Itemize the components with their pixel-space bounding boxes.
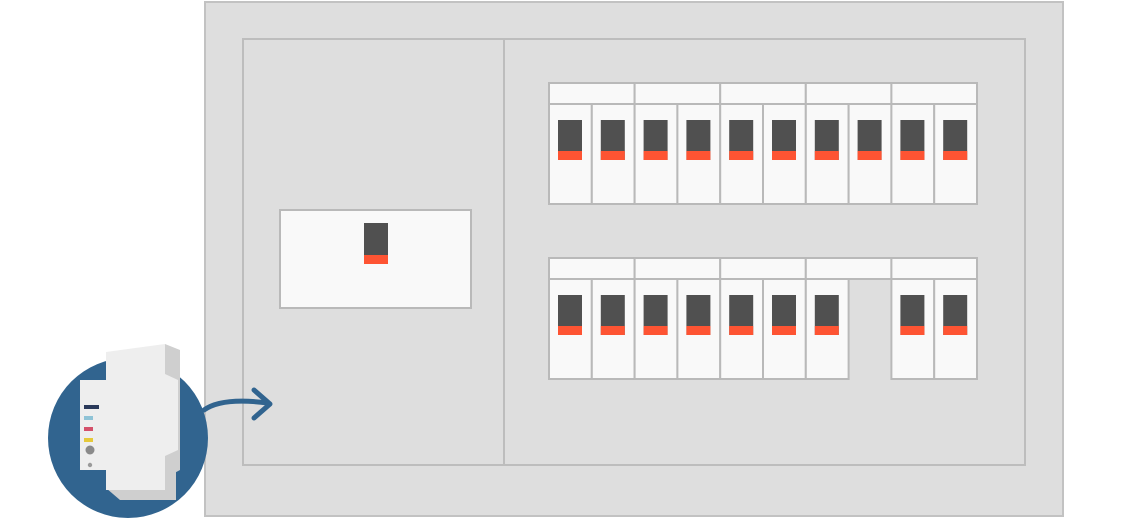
breaker-indicator (943, 151, 968, 160)
breaker-indicator (558, 326, 582, 335)
breaker-label-strip (719, 82, 807, 105)
circuit-breaker[interactable] (762, 278, 807, 380)
breaker-row-bottom (548, 257, 979, 380)
breaker-indicator (686, 326, 711, 335)
breaker-indicator (686, 151, 711, 160)
breaker-label-strip (548, 257, 636, 280)
branch-breaker-rows (548, 82, 979, 380)
breaker-indicator (643, 326, 668, 335)
device-led (84, 438, 93, 442)
main-breaker-indicator (364, 255, 388, 264)
breaker-indicator (600, 151, 625, 160)
circuit-breaker[interactable] (548, 278, 593, 380)
breaker-row-top (548, 82, 979, 205)
circuit-breaker[interactable] (890, 278, 936, 380)
breaker-indicator (643, 151, 668, 160)
circuit-breaker[interactable] (676, 103, 722, 205)
circuit-breaker[interactable] (890, 103, 936, 205)
device-led (84, 405, 99, 409)
device-body (80, 344, 178, 490)
device-button-small (87, 462, 93, 468)
breaker-label-strip (633, 257, 722, 280)
device-button (85, 445, 95, 455)
circuit-breaker[interactable] (719, 103, 765, 205)
breaker-indicator (900, 151, 925, 160)
arrow-shaft (201, 398, 271, 413)
circuit-breaker[interactable] (804, 278, 850, 380)
circuit-breaker[interactable] (847, 103, 893, 205)
device-led (84, 416, 93, 420)
arrow-head (251, 387, 273, 421)
circuit-breaker[interactable] (590, 278, 636, 380)
smart-meter-module-icon (48, 344, 208, 518)
device-status-leds (84, 405, 99, 442)
breaker-indicator (900, 326, 925, 335)
breaker-label-strip (548, 82, 636, 105)
circuit-breaker[interactable] (719, 278, 765, 380)
circuit-breaker[interactable] (676, 278, 722, 380)
breaker-label-strip (719, 257, 807, 280)
breaker-indicator (772, 326, 796, 335)
breaker-label-strip (804, 257, 893, 280)
circuit-breaker[interactable] (933, 103, 979, 205)
breaker-indicator (943, 326, 968, 335)
breaker-indicator (857, 151, 882, 160)
breaker-label-strip (890, 82, 979, 105)
circuit-breaker[interactable] (590, 103, 636, 205)
circuit-breaker[interactable] (933, 278, 979, 380)
breaker-label-strip (633, 82, 722, 105)
circuit-breaker[interactable] (762, 103, 807, 205)
main-breaker[interactable] (279, 209, 472, 309)
device-led (84, 427, 93, 431)
breaker-indicator (729, 326, 754, 335)
breaker-indicator (814, 151, 839, 160)
breaker-indicator (558, 151, 582, 160)
curved-arrow-right-icon (201, 387, 273, 421)
circuit-breaker[interactable] (548, 103, 593, 205)
breaker-indicator (814, 326, 839, 335)
circuit-breaker[interactable] (633, 103, 679, 205)
breaker-indicator (600, 326, 625, 335)
circuit-breaker[interactable] (633, 278, 679, 380)
breaker-indicator (772, 151, 796, 160)
breaker-indicator (729, 151, 754, 160)
circuit-breaker[interactable] (804, 103, 850, 205)
breaker-label-strip (890, 257, 979, 280)
breaker-label-strip (804, 82, 893, 105)
panel-inner-frame (242, 38, 1026, 466)
